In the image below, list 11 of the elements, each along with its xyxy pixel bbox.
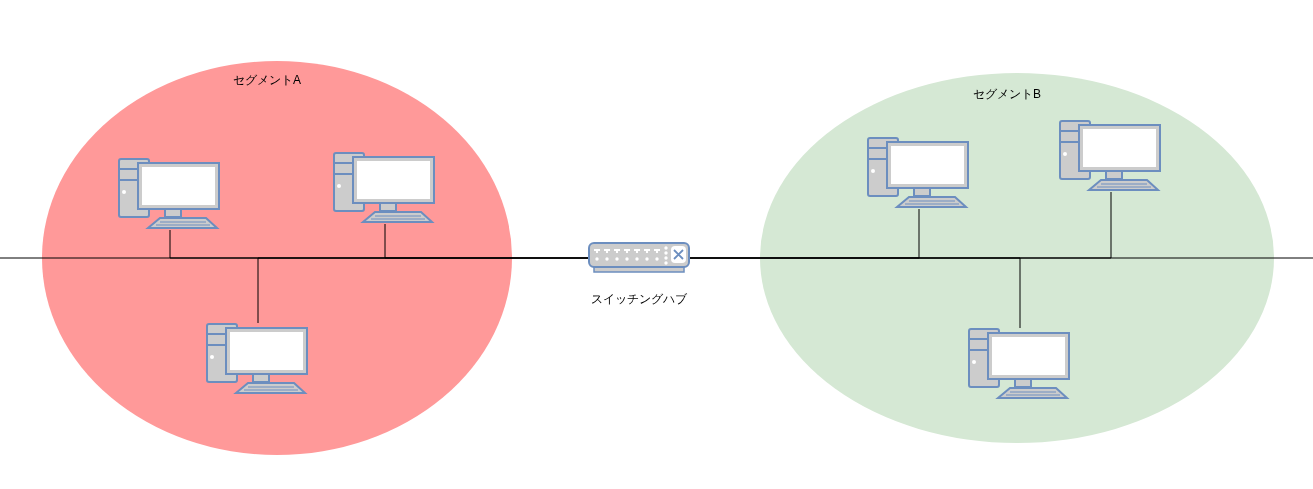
computer-icon: [118, 158, 220, 230]
network-cable: [689, 257, 1313, 259]
device-caption: スイッチングハブ: [591, 291, 687, 308]
computer-icon: [1059, 120, 1161, 192]
computer-icon: [206, 323, 308, 395]
segment-label: セグメントB: [973, 86, 1041, 103]
segment-label: セグメントA: [233, 72, 301, 89]
computer-icon: [333, 152, 435, 224]
computer-icon: [968, 328, 1070, 400]
computer-icon: [867, 137, 969, 209]
network-cable: [0, 257, 589, 259]
